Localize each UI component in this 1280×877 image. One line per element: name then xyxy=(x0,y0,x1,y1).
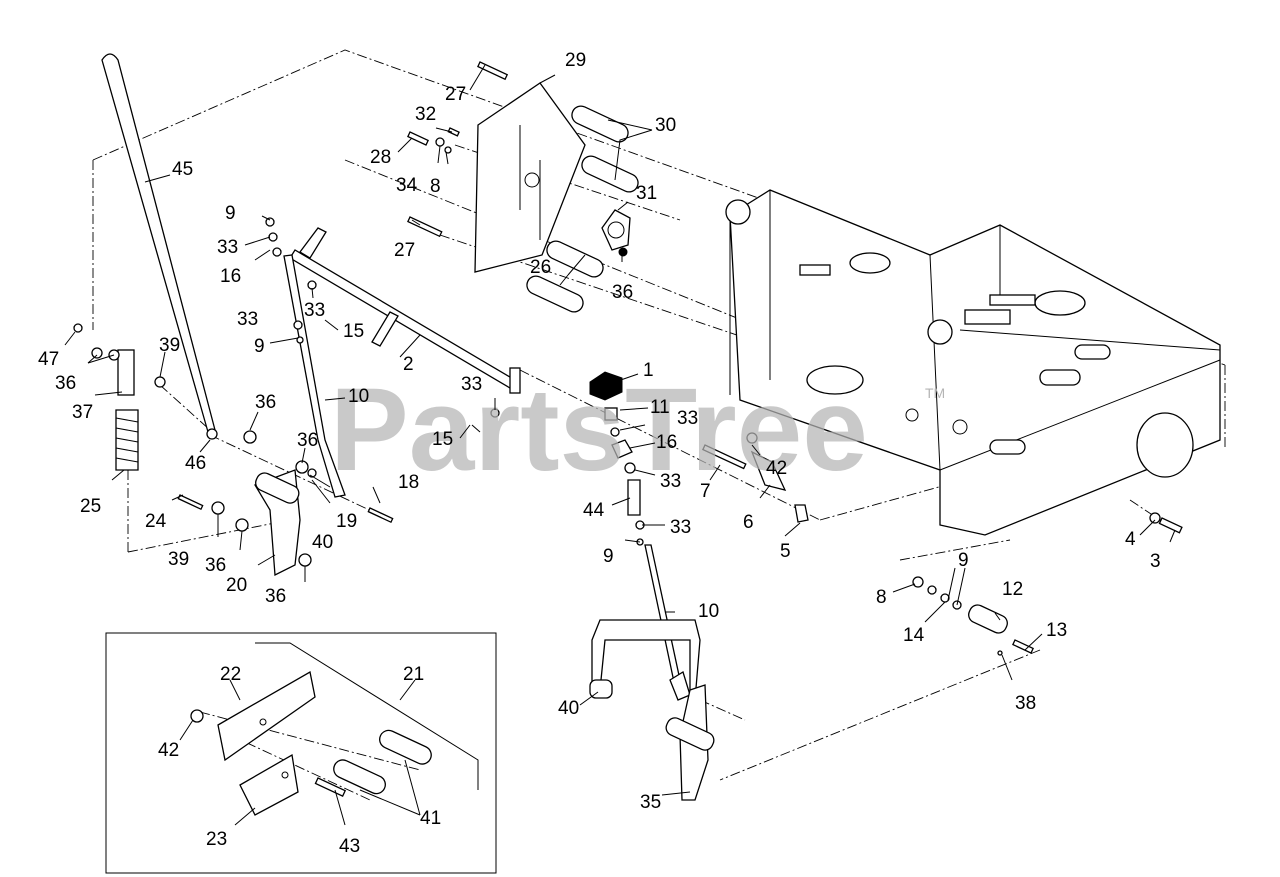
callout-13: 13 xyxy=(1046,620,1067,641)
callout-9-top: 9 xyxy=(225,203,236,224)
callout-32: 32 xyxy=(415,104,436,125)
callout-45: 45 xyxy=(172,159,193,180)
callout-12: 12 xyxy=(1002,579,1023,600)
callout-36-mid: 36 xyxy=(297,430,318,451)
callout-40-right: 40 xyxy=(558,698,579,719)
callout-31: 31 xyxy=(636,183,657,204)
callout-42-frame: 42 xyxy=(766,458,787,479)
callout-33-d: 33 xyxy=(461,374,482,395)
callout-36-plate: 36 xyxy=(612,282,633,303)
callout-34: 34 xyxy=(396,175,418,196)
chassis-frame xyxy=(725,189,1221,536)
callout-15-lower: 15 xyxy=(432,429,453,450)
callouts: 1 2 3 4 5 6 7 8 8 9 9 9 9 10 10 11 12 13… xyxy=(38,50,1161,857)
callout-40-left: 40 xyxy=(312,532,333,553)
callout-16-left: 16 xyxy=(220,266,241,287)
callout-25: 25 xyxy=(80,496,101,517)
callout-27-mid: 27 xyxy=(394,240,415,261)
callout-9-right: 9 xyxy=(958,550,969,571)
callout-33-e: 33 xyxy=(677,408,698,429)
watermark: PartsTree TM xyxy=(330,364,945,496)
callout-23: 23 xyxy=(206,829,227,850)
right-small-parts xyxy=(912,512,1183,656)
callout-36-lower: 36 xyxy=(205,555,226,576)
callout-35: 35 xyxy=(640,792,661,813)
callout-19: 19 xyxy=(336,511,357,532)
callout-8-top: 8 xyxy=(430,176,441,197)
callout-29: 29 xyxy=(565,50,586,71)
spring-assembly xyxy=(73,323,166,552)
callout-26: 26 xyxy=(530,257,551,278)
callout-28: 28 xyxy=(370,147,391,168)
callout-41: 41 xyxy=(420,808,441,829)
callout-10-left: 10 xyxy=(348,386,369,407)
callout-16-center: 16 xyxy=(656,432,677,453)
callout-3: 3 xyxy=(1150,551,1161,572)
callout-9-center: 9 xyxy=(603,546,614,567)
leader-lines xyxy=(64,64,1176,826)
callout-39-upper: 39 xyxy=(159,335,180,356)
right-lever-assembly xyxy=(589,544,715,801)
watermark-trademark: TM xyxy=(925,385,945,401)
callout-10-right: 10 xyxy=(698,601,719,622)
mounting-plate xyxy=(474,82,639,313)
callout-6: 6 xyxy=(743,512,754,533)
bolts-top xyxy=(407,61,509,238)
inset-detail xyxy=(105,632,497,874)
callout-36-bottom: 36 xyxy=(265,586,286,607)
callout-20: 20 xyxy=(226,575,247,596)
callout-8-right: 8 xyxy=(876,587,887,608)
callout-43: 43 xyxy=(339,836,360,857)
callout-38: 38 xyxy=(1015,693,1036,714)
callout-11: 11 xyxy=(650,397,670,418)
long-rod xyxy=(101,53,218,440)
callout-4: 4 xyxy=(1125,529,1136,550)
callout-44: 44 xyxy=(583,500,605,521)
callout-36-upper: 36 xyxy=(255,392,276,413)
callout-39-lower: 39 xyxy=(168,549,189,570)
callout-22: 22 xyxy=(220,664,241,685)
callout-46: 46 xyxy=(185,453,206,474)
callout-1: 1 xyxy=(643,360,654,381)
callout-14: 14 xyxy=(903,625,925,646)
callout-9-mid: 9 xyxy=(254,336,265,357)
callout-37: 37 xyxy=(72,402,93,423)
center-parts xyxy=(471,371,809,546)
left-lever-assembly xyxy=(177,430,394,577)
callout-33-g: 33 xyxy=(670,517,691,538)
callout-24: 24 xyxy=(145,511,167,532)
callout-36-left: 36 xyxy=(55,373,76,394)
callout-15-upper: 15 xyxy=(343,321,364,342)
callout-33-b: 33 xyxy=(304,300,325,321)
callout-33-c: 33 xyxy=(237,309,258,330)
callout-47: 47 xyxy=(38,349,59,370)
callout-33-a: 33 xyxy=(217,237,238,258)
link-rod-left xyxy=(265,217,346,498)
callout-21: 21 xyxy=(403,664,424,685)
callout-33-f: 33 xyxy=(660,471,681,492)
watermark-text: PartsTree xyxy=(330,364,868,496)
callout-5: 5 xyxy=(780,541,791,562)
control-rod xyxy=(289,227,521,394)
callout-7: 7 xyxy=(700,481,711,502)
callout-27-top: 27 xyxy=(445,84,466,105)
callout-30: 30 xyxy=(655,115,676,136)
callout-42-inset: 42 xyxy=(158,740,179,761)
callout-18: 18 xyxy=(398,472,419,493)
callout-2: 2 xyxy=(403,354,414,375)
